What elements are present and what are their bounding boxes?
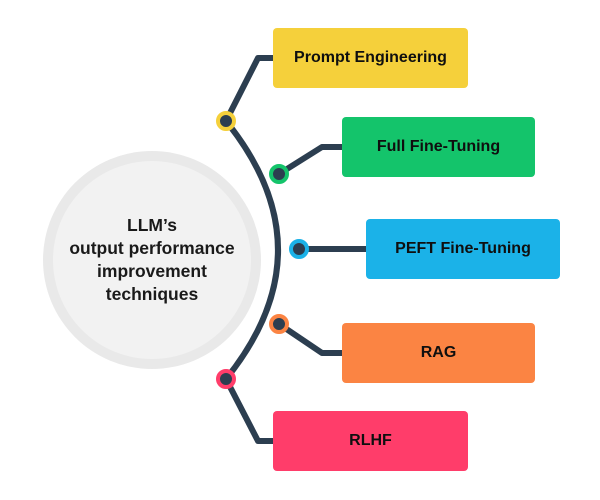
branch-prompt-engineering <box>223 55 275 123</box>
center-title: LLM’s output performance improvement tec… <box>53 161 251 359</box>
center-title-line: LLM’s <box>127 215 177 235</box>
center-title-line: techniques <box>105 284 199 304</box>
technique-label: Prompt Engineering <box>294 49 447 66</box>
technique-box-rag: RAG <box>342 323 535 383</box>
branch-rag <box>277 321 343 356</box>
node-dot-peft-fine-tuning <box>289 239 309 259</box>
node-dot-prompt-engineering <box>216 111 236 131</box>
technique-label: RAG <box>420 344 457 361</box>
center-circle <box>53 161 251 359</box>
technique-box-full-fine-tuning: Full Fine-Tuning <box>342 117 535 177</box>
main-arc <box>223 118 281 382</box>
node-dot-rag <box>269 314 289 334</box>
technique-box-prompt-engineering: Prompt Engineering <box>273 28 468 88</box>
technique-label: PEFT Fine-Tuning <box>395 240 531 257</box>
node-dot-full-fine-tuning <box>269 164 289 184</box>
center-title-line: output performance <box>69 238 235 258</box>
branch-rlhf <box>223 377 275 444</box>
node-dot-rlhf <box>216 369 236 389</box>
center-title-line: improvement <box>97 261 207 281</box>
technique-box-rlhf: RLHF <box>273 411 468 471</box>
technique-box-peft-fine-tuning: PEFT Fine-Tuning <box>366 219 560 279</box>
technique-label: Full Fine-Tuning <box>376 138 501 155</box>
branch-full-fine-tuning <box>277 144 343 177</box>
technique-label: RLHF <box>349 432 392 449</box>
